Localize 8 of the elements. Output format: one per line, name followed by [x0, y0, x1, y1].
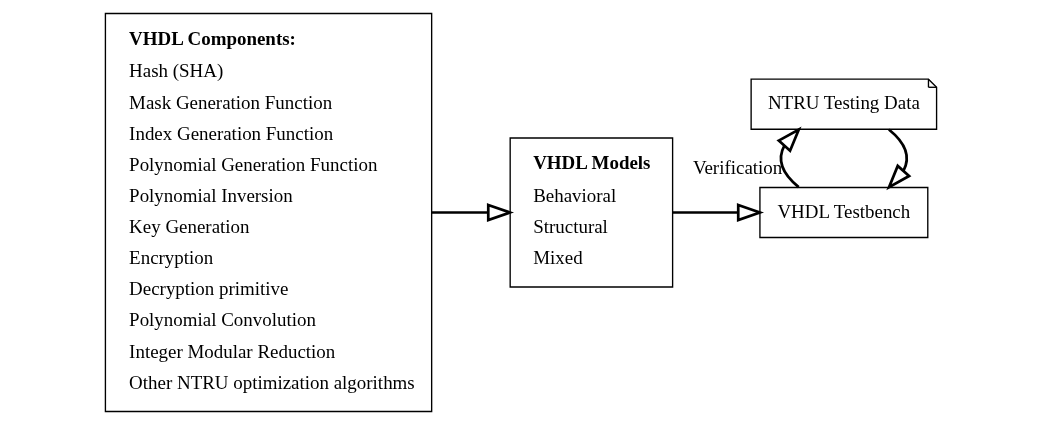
node-box: VHDL Models Behavioral Structural Mixed	[509, 137, 673, 288]
arrow	[431, 203, 514, 222]
arrow	[775, 126, 802, 189]
arrow	[672, 203, 764, 222]
edge-label: Verification	[692, 156, 782, 178]
arrow	[885, 128, 911, 191]
node-box: VHDL Testbench	[758, 186, 928, 239]
node-box: VHDL Components: Hash (SHA) Mask Generation Function Index Generation Function Polynomial Generation Function Polynomial Inversion Key Generation Encryption Decryption primitive Polynomial Convolution Integer Modular Reduction Other NTRU optimization algorithms	[104, 12, 432, 413]
